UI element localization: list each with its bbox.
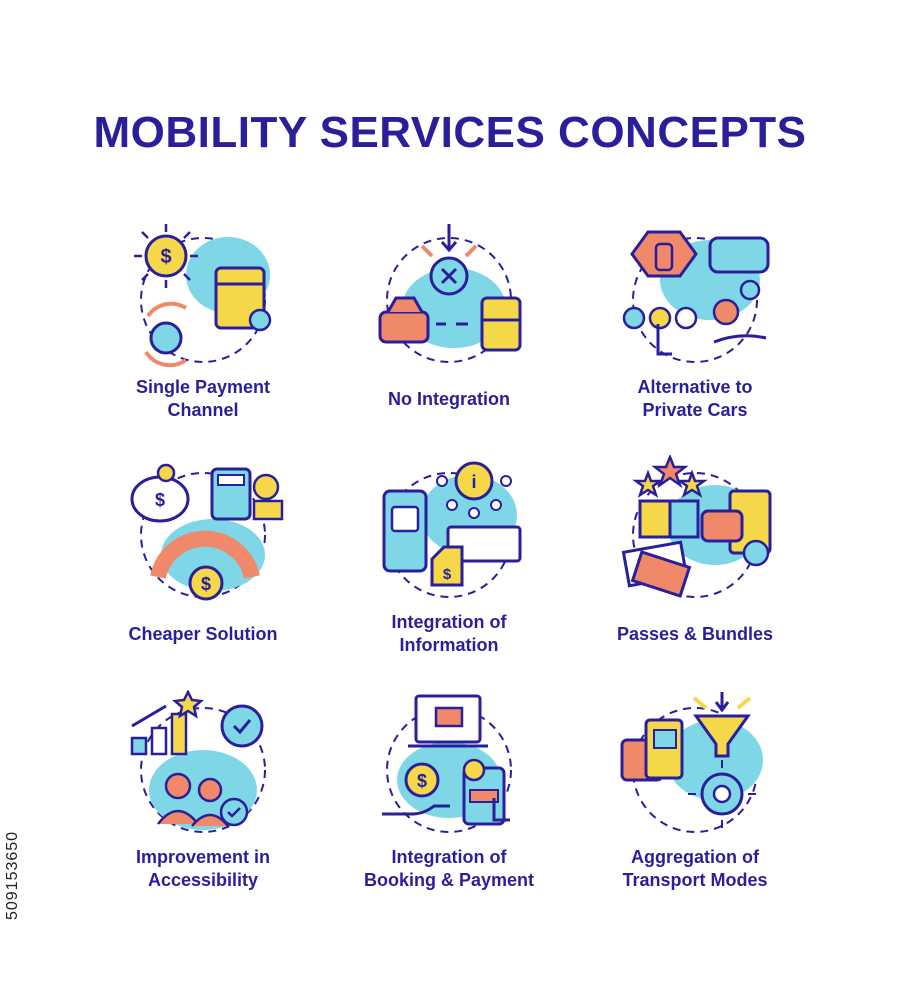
stop-hand-car-icon: [622, 230, 770, 363]
svg-text:$: $: [160, 246, 171, 268]
laptop-hand-coin-icon: $: [382, 694, 512, 833]
concept-label: Single Payment Channel: [135, 377, 271, 420]
svg-text:$: $: [201, 574, 211, 594]
concept-passes-bundles: Passes & Bundles: [572, 455, 818, 690]
concept-label: Passes & Bundles: [616, 624, 774, 644]
concept-integration-information: i $ Integration of Information: [326, 455, 572, 690]
concept-cheaper-solution: $ $ Cheaper Solution: [80, 455, 326, 690]
concept-label: Integration of Booking & Payment: [363, 847, 535, 890]
concept-label: Improvement in Accessibility: [135, 847, 271, 890]
payment-gear-card-icon: $: [134, 224, 272, 368]
concept-label: Integration of Information: [391, 612, 507, 655]
box-stars-tickets-icon: [621, 455, 772, 598]
concept-improvement-accessibility: Improvement in Accessibility: [80, 690, 326, 925]
svg-text:i: i: [471, 472, 476, 492]
concept-aggregation-transport: Aggregation of Transport Modes: [572, 690, 818, 925]
piggy-bank-calculator-icon: $ $: [130, 463, 284, 601]
broken-link-vehicles-icon: [378, 224, 522, 363]
concept-no-integration: No Integration: [326, 220, 572, 455]
concept-single-payment: $ Single Payment Channel: [80, 220, 326, 455]
concept-label: Aggregation of Transport Modes: [622, 847, 768, 890]
concept-label: Cheaper Solution: [128, 624, 278, 644]
page-title: MOBILITY SERVICES CONCEPTS: [93, 108, 807, 157]
concept-label: No Integration: [388, 389, 510, 409]
concept-booking-payment: $ Integration of Booking & Payment: [326, 690, 572, 925]
svg-text:$: $: [417, 771, 427, 791]
funnel-vehicles-gear-icon: [620, 692, 763, 833]
concept-alternative-cars: Alternative to Private Cars: [572, 220, 818, 455]
svg-text:$: $: [443, 566, 452, 583]
growth-people-check-icon: [130, 690, 266, 833]
info-phone-ticket-icon: i $: [382, 461, 522, 598]
stock-id: 509153650: [4, 830, 21, 920]
concept-label: Alternative to Private Cars: [637, 377, 753, 420]
concept-grid: $ Single Payment Channel: [80, 220, 820, 920]
svg-text:$: $: [155, 490, 165, 510]
